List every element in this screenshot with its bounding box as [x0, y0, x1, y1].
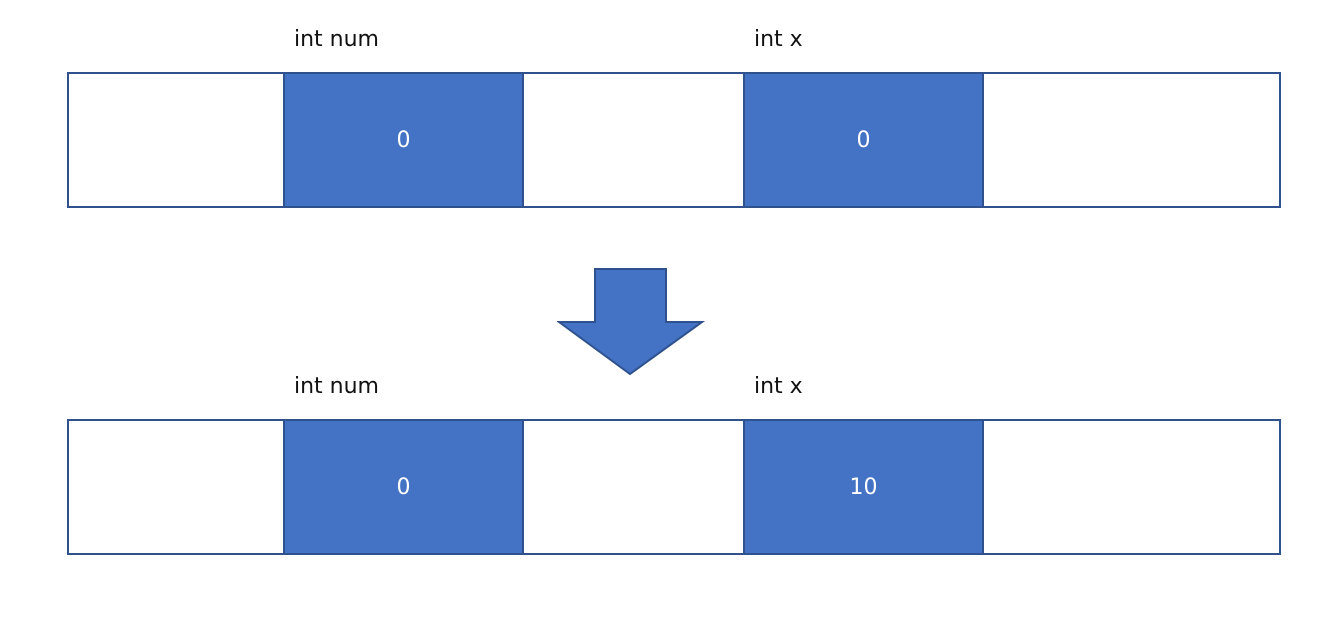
memory-cell-x-after: 10 [743, 419, 984, 555]
label-int-x-before: int x [754, 27, 803, 52]
memory-strip-after: 0 10 [67, 419, 1281, 555]
memory-cell-x-before: 0 [743, 72, 984, 208]
label-int-num-before: int num [294, 27, 379, 52]
down-arrow-icon [557, 268, 705, 376]
memory-strip-before: 0 0 [67, 72, 1281, 208]
memory-cell-num-after: 0 [283, 419, 524, 555]
label-int-x-after: int x [754, 374, 803, 399]
memory-cell-num-before: 0 [283, 72, 524, 208]
label-int-num-after: int num [294, 374, 379, 399]
